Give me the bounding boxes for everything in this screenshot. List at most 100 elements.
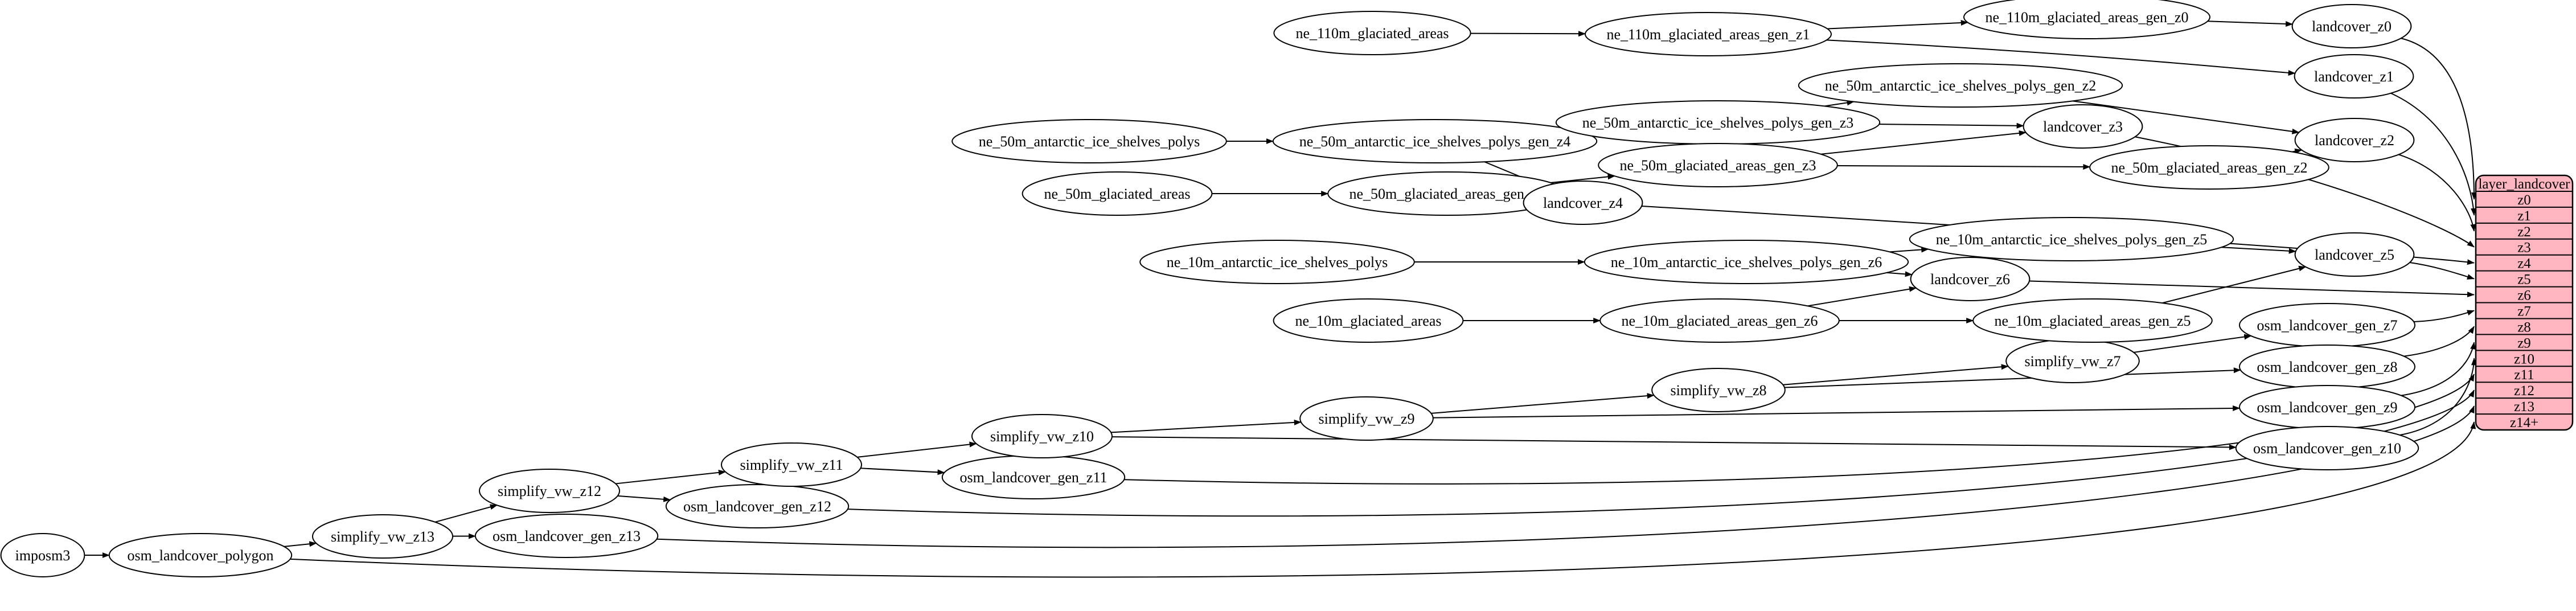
- node-ellipse-ne_50m_antarctic_ice_shelves_polys_gen_z4: [1272, 119, 1598, 163]
- table-row-z4: z4: [2517, 256, 2531, 272]
- node-ellipse-landcover_z4: [1523, 181, 1643, 225]
- edge-osm_landcover_gen_z12-to-table-row-z12: [847, 389, 2475, 517]
- node-landcover_z6: landcover_z6: [1910, 257, 2031, 301]
- edge-simplify_vw_z7-to-osm_landcover_gen_z7: [2134, 334, 2252, 353]
- node-label-ne_10m_glaciated_areas_gen_z6: ne_10m_glaciated_areas_gen_z6: [1621, 313, 1818, 329]
- node-ne_50m_glaciated_areas_gen_z4: ne_50m_glaciated_areas_gen_z4: [1327, 171, 1568, 216]
- node-label-ne_110m_glaciated_areas: ne_110m_glaciated_areas: [1295, 25, 1449, 42]
- node-osm_landcover_gen_z7: osm_landcover_gen_z7: [2239, 303, 2415, 347]
- node-ellipse-ne_10m_glaciated_areas: [1273, 298, 1464, 343]
- node-ellipse-landcover_z2: [2294, 118, 2415, 162]
- node-label-landcover_z1: landcover_z1: [2314, 68, 2394, 85]
- node-label-ne_50m_glaciated_areas_gen_z3: ne_50m_glaciated_areas_gen_z3: [1619, 157, 1816, 174]
- table-row-z1: z1: [2517, 208, 2531, 224]
- edge-landcover_z2-to-table-row-z2: [2398, 154, 2476, 232]
- node-ne_110m_glaciated_areas: ne_110m_glaciated_areas: [1273, 11, 1471, 55]
- node-ellipse-imposm3: [0, 533, 85, 577]
- node-label-ne_10m_antarctic_ice_shelves_polys_gen_z5: ne_10m_antarctic_ice_shelves_polys_gen_z…: [1936, 231, 2208, 248]
- edge-simplify_vw_z12-to-simplify_vw_z11: [615, 469, 726, 485]
- node-label-ne_10m_antarctic_ice_shelves_polys_gen_z6: ne_10m_antarctic_ice_shelves_polys_gen_z…: [1611, 254, 1882, 270]
- edge-osm_landcover_gen_z7-to-table-row-z7: [2414, 310, 2475, 323]
- node-ne_10m_antarctic_ice_shelves_polys: ne_10m_antarctic_ice_shelves_polys: [1139, 240, 1415, 284]
- node-label-osm_landcover_gen_z8: osm_landcover_gen_z8: [2257, 359, 2398, 375]
- edge-simplify_vw_z13-to-simplify_vw_z12: [434, 504, 498, 523]
- table-title: layer_landcover: [2478, 177, 2570, 192]
- node-label-ne_50m_glaciated_areas_gen_z4: ne_50m_glaciated_areas_gen_z4: [1349, 186, 1545, 202]
- node-osm_landcover_gen_z9: osm_landcover_gen_z9: [2239, 385, 2415, 429]
- node-label-simplify_vw_z9: simplify_vw_z9: [1319, 411, 1415, 427]
- node-label-osm_landcover_gen_z9: osm_landcover_gen_z9: [2257, 399, 2398, 416]
- node-landcover_z3: landcover_z3: [2023, 104, 2143, 149]
- edge-ne_10m_glaciated_areas_gen_z6-to-landcover_z6: [1807, 286, 1917, 307]
- node-ne_50m_antarctic_ice_shelves_polys_gen_z3: ne_50m_antarctic_ice_shelves_polys_gen_z…: [1555, 100, 1881, 145]
- node-ellipse-osm_landcover_gen_z10: [2235, 426, 2419, 470]
- edge-simplify_vw_z8-to-simplify_vw_z7: [1783, 364, 2009, 386]
- node-ellipse-simplify_vw_z13: [312, 514, 453, 559]
- node-imposm3: imposm3: [0, 533, 85, 577]
- table-row-z6: z6: [2517, 288, 2531, 304]
- node-label-landcover_z2: landcover_z2: [2315, 132, 2394, 149]
- table-row-z11: z11: [2514, 367, 2534, 383]
- node-ne_10m_glaciated_areas_gen_z6: ne_10m_glaciated_areas_gen_z6: [1599, 298, 1840, 343]
- node-label-simplify_vw_z8: simplify_vw_z8: [1671, 382, 1767, 399]
- node-label-ne_50m_antarctic_ice_shelves_polys: ne_50m_antarctic_ice_shelves_polys: [979, 133, 1200, 150]
- edges-layer: [84, 19, 2477, 578]
- edge-landcover_z0-to-table-row-z0: [2401, 38, 2477, 200]
- table-row-z3: z3: [2517, 240, 2531, 256]
- table-row-z2: z2: [2517, 224, 2531, 240]
- edge-osm_landcover_gen_z9-to-table-row-z9: [2401, 342, 2476, 396]
- node-ellipse-simplify_vw_z10: [971, 414, 1113, 458]
- node-osm_landcover_gen_z12: osm_landcover_gen_z12: [665, 484, 850, 528]
- table-row-z13: z13: [2514, 399, 2534, 415]
- node-ellipse-landcover_z6: [1910, 257, 2031, 301]
- node-osm_landcover_polygon: osm_landcover_polygon: [108, 533, 293, 577]
- node-simplify_vw_z9: simplify_vw_z9: [1299, 396, 1434, 441]
- edge-osm_landcover_polygon-to-simplify_vw_z13: [284, 541, 317, 547]
- edge-ne_10m_glaciated_areas_gen_z5-to-landcover_z5: [2162, 265, 2307, 304]
- node-label-osm_landcover_gen_z13: osm_landcover_gen_z13: [493, 528, 641, 544]
- node-ellipse-ne_10m_glaciated_areas_gen_z5: [1972, 298, 2213, 343]
- node-simplify_vw_z10: simplify_vw_z10: [971, 414, 1113, 458]
- node-label-ne_10m_antarctic_ice_shelves_polys: ne_10m_antarctic_ice_shelves_polys: [1167, 254, 1388, 270]
- node-ellipse-ne_50m_glaciated_areas: [1022, 171, 1213, 216]
- node-label-simplify_vw_z10: simplify_vw_z10: [990, 428, 1094, 445]
- node-ne_50m_antarctic_ice_shelves_polys_gen_z4: ne_50m_antarctic_ice_shelves_polys_gen_z…: [1272, 119, 1598, 163]
- table-row-z8: z8: [2517, 319, 2531, 335]
- edge-osm_landcover_gen_z10-to-table-row-z10: [2399, 358, 2477, 436]
- node-label-imposm3: imposm3: [15, 547, 71, 564]
- node-label-landcover_z4: landcover_z4: [1543, 195, 1623, 211]
- edge-landcover_z5-to-table-row-z5: [2409, 262, 2475, 280]
- node-ellipse-ne_110m_glaciated_areas_gen_z1: [1585, 12, 1832, 56]
- table-row-z0: z0: [2517, 192, 2531, 208]
- node-ellipse-ne_50m_antarctic_ice_shelves_polys: [951, 119, 1227, 163]
- node-simplify_vw_z11: simplify_vw_z11: [721, 442, 862, 487]
- edge-ne_50m_glaciated_areas_gen_z2-to-landcover_z2: [2292, 148, 2303, 154]
- node-label-simplify_vw_z11: simplify_vw_z11: [740, 457, 843, 473]
- node-ellipse-ne_50m_antarctic_ice_shelves_polys_gen_z2: [1798, 63, 2123, 108]
- node-ellipse-ne_110m_glaciated_areas_gen_z0: [1963, 0, 2210, 39]
- table-row-z9: z9: [2517, 335, 2531, 351]
- node-label-osm_landcover_gen_z10: osm_landcover_gen_z10: [2253, 440, 2401, 457]
- node-ne_50m_glaciated_areas: ne_50m_glaciated_areas: [1022, 171, 1213, 216]
- node-ne_50m_glaciated_areas_gen_z3: ne_50m_glaciated_areas_gen_z3: [1598, 143, 1838, 187]
- edge-ne_10m_antarctic_ice_shelves_polys_gen_z6-to-ne_10m_antarctic_ice_shelves_polys_gen_z5: [1889, 247, 1929, 253]
- node-label-ne_110m_glaciated_areas_gen_z0: ne_110m_glaciated_areas_gen_z0: [1985, 9, 2188, 26]
- edge-ne_10m_antarctic_ice_shelves_polys_gen_z5-to-landcover_z5: [2221, 247, 2296, 254]
- node-label-ne_10m_glaciated_areas_gen_z5: ne_10m_glaciated_areas_gen_z5: [1994, 313, 2191, 329]
- table-row-z12: z12: [2514, 383, 2534, 399]
- node-landcover_z1: landcover_z1: [2294, 54, 2414, 99]
- node-ellipse-ne_10m_antarctic_ice_shelves_polys_gen_z6: [1584, 240, 1909, 284]
- node-ellipse-ne_10m_antarctic_ice_shelves_polys_gen_z5: [1909, 217, 2234, 261]
- node-ellipse-ne_10m_antarctic_ice_shelves_polys: [1139, 240, 1415, 284]
- node-ellipse-landcover_z5: [2294, 232, 2415, 277]
- edge-simplify_vw_z11-to-simplify_vw_z10: [857, 441, 977, 458]
- edge-ne_50m_antarctic_ice_shelves_polys_gen_z3-to-landcover_z3: [1879, 122, 2024, 129]
- node-label-ne_50m_antarctic_ice_shelves_polys_gen_z2: ne_50m_antarctic_ice_shelves_polys_gen_z…: [1825, 77, 2097, 94]
- node-simplify_vw_z8: simplify_vw_z8: [1651, 368, 1786, 412]
- edge-landcover_z1-to-table-row-z1: [2390, 92, 2477, 216]
- node-ne_110m_glaciated_areas_gen_z1: ne_110m_glaciated_areas_gen_z1: [1585, 12, 1832, 56]
- edge-osm_landcover_gen_z13-to-table-row-z13: [657, 405, 2475, 548]
- edge-simplify_vw_z12-to-osm_landcover_gen_z12: [617, 495, 671, 502]
